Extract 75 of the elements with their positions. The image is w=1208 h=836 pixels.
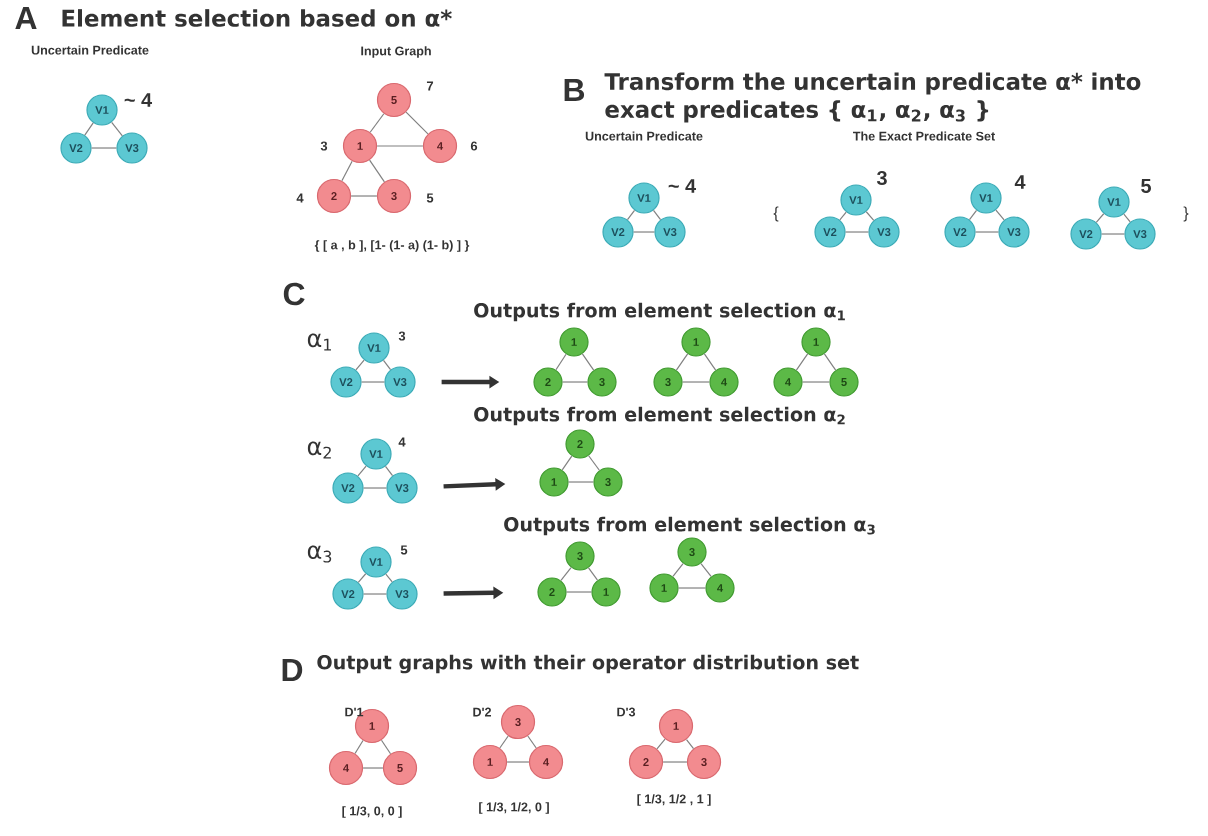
graph-edge xyxy=(350,195,378,197)
graph-edge xyxy=(566,591,592,593)
graph-edge xyxy=(678,587,706,589)
graph-edge xyxy=(363,487,387,489)
graph-edge xyxy=(588,455,600,471)
section-letter: B xyxy=(564,79,585,101)
graph-edge xyxy=(357,573,367,583)
graph-edge xyxy=(562,381,588,383)
section-title: Transform the uncertain predicate α* into exact predicates { α$_{1}$, α$_{2}$, α$_{3}$ } xyxy=(604,72,1141,123)
graph-edge xyxy=(369,113,385,133)
graph-edge xyxy=(560,566,572,582)
graph-edge xyxy=(357,465,367,477)
graph-edge xyxy=(561,455,573,471)
graph-edge xyxy=(685,738,695,750)
graph-edge xyxy=(376,145,424,147)
graph-edge xyxy=(341,160,353,182)
section-title: Element selection based on α* xyxy=(62,9,452,27)
graph-edge xyxy=(354,739,364,755)
graph-edge xyxy=(865,211,875,221)
graph-edge xyxy=(1101,233,1125,235)
graph-edge xyxy=(1095,213,1105,223)
graph-edge xyxy=(968,209,978,221)
graph-edge xyxy=(802,381,830,383)
weight-label: 5 xyxy=(1141,179,1151,193)
graph-edge xyxy=(703,353,717,371)
graph-edge xyxy=(633,231,655,233)
graph-edge xyxy=(385,573,393,583)
graph-edge xyxy=(405,111,429,135)
graph-edge xyxy=(626,209,636,221)
graph-edge xyxy=(111,121,123,137)
subheading: Outputs from element selection α$_{1}$ xyxy=(474,302,845,322)
graph-edge xyxy=(1123,213,1131,223)
graph-edge xyxy=(975,231,999,233)
graph-edge xyxy=(652,209,662,221)
graph-edge xyxy=(587,567,599,581)
graph-edge xyxy=(675,353,689,371)
graph-edge xyxy=(845,231,869,233)
alpha-label: α$_{3}$ xyxy=(307,545,332,563)
graph-edge xyxy=(361,381,385,383)
graph-edge xyxy=(823,353,837,371)
weight-label: ~ 4 xyxy=(668,179,696,193)
section-letter: A xyxy=(15,7,37,29)
weight-label: ~ 4 xyxy=(124,93,152,107)
graph-edge xyxy=(656,738,666,750)
graph-edge xyxy=(700,562,712,578)
graph-edge xyxy=(506,761,530,763)
graph-edge xyxy=(380,739,392,755)
alpha-label: α$_{1}$ xyxy=(307,333,331,351)
section-letter: D xyxy=(282,659,303,681)
subheading: Outputs from element selection α$_{2}$ xyxy=(474,406,845,426)
graph-edge xyxy=(568,481,594,483)
graph-edge xyxy=(995,209,1005,221)
alpha-label: α$_{2}$ xyxy=(307,441,331,459)
graph-edge xyxy=(382,359,392,371)
graph-edge xyxy=(355,359,365,371)
graph-edge xyxy=(795,353,809,371)
graph-edge xyxy=(555,353,567,371)
graph-edge xyxy=(363,593,387,595)
weight-label: 4 xyxy=(1014,175,1026,189)
graph-edge xyxy=(384,465,394,477)
graph-edge xyxy=(362,767,384,769)
graph-edge xyxy=(581,353,595,371)
graph-edge xyxy=(662,761,688,763)
graph-edge xyxy=(682,381,710,383)
subheading: Outputs from element selection α$_{3}$ xyxy=(504,516,875,536)
graph-edge xyxy=(91,147,117,149)
graph-edge xyxy=(84,122,94,136)
graph-edge xyxy=(499,735,509,749)
graph-edge xyxy=(839,211,847,221)
section-title: Output graphs with their operator distribution set xyxy=(317,654,859,674)
graph-edge xyxy=(672,562,684,578)
section-letter: C xyxy=(283,282,305,306)
graph-edge xyxy=(369,159,385,183)
weight-label: 3 xyxy=(876,170,887,186)
graph-edge xyxy=(527,735,537,749)
